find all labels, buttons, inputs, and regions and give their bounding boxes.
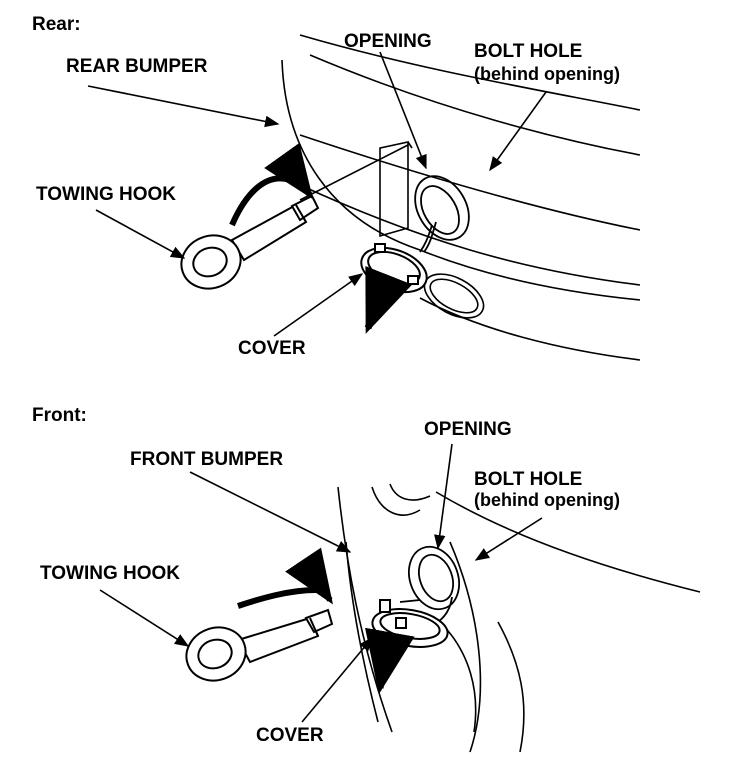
rear-cover-label: COVER (238, 338, 306, 359)
rear-insert-arrow (229, 142, 314, 227)
front-insert-arrow (237, 547, 333, 609)
rear-behind-opening-label: (behind opening) (474, 64, 620, 84)
front-illustration (99, 443, 701, 753)
rear-bumper-outline (281, 34, 641, 361)
rear-bolt-hole-label: BOLT HOLE (474, 41, 583, 62)
front-cover-down-arrow (365, 627, 415, 695)
rear-bumper-label: REAR BUMPER (66, 56, 208, 77)
front-diagram-panel: Front: FRONT BUMPER OPENING BOLT HOLE (b… (0, 392, 736, 762)
rear-opening-graphic (414, 175, 470, 253)
rear-recess-graphic (423, 273, 485, 319)
rear-illustration (87, 34, 641, 361)
front-opening-label: OPENING (424, 419, 512, 440)
front-towing-hook-graphic (185, 608, 334, 682)
rear-opening-label: OPENING (344, 31, 432, 52)
rear-diagram-panel: Rear: REAR BUMPER OPENING BOLT HOLE (beh… (32, 14, 641, 361)
front-bumper-label: FRONT BUMPER (130, 449, 284, 470)
front-cover-graphic (371, 599, 449, 648)
rear-leader-lines (87, 51, 547, 337)
rear-towing-hook-label: TOWING HOOK (36, 184, 177, 205)
front-heading: Front: (32, 405, 87, 426)
rear-heading: Rear: (32, 14, 81, 35)
front-behind-opening-label: (behind opening) (474, 490, 620, 510)
front-cover-label: COVER (256, 725, 324, 746)
rear-cover-down-arrow (364, 266, 413, 334)
rear-towing-hook-graphic (180, 194, 320, 290)
front-towing-hook-label: TOWING HOOK (40, 563, 181, 584)
front-bumper-outline (337, 483, 701, 753)
front-leader-lines (99, 443, 543, 723)
front-bolt-hole-label: BOLT HOLE (474, 469, 583, 490)
